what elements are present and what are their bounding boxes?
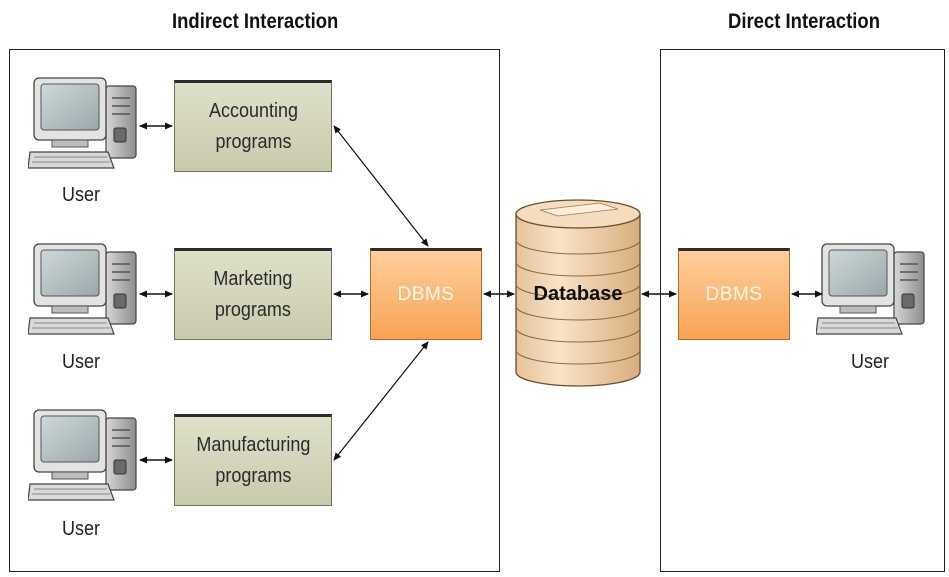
dbms-label: DBMS <box>397 284 455 305</box>
user-label: User <box>62 351 101 373</box>
dbms-label: DBMS <box>705 284 763 305</box>
user-label: User <box>62 518 101 540</box>
direct-interaction-title: Direct Interaction <box>728 10 880 33</box>
user-label: User <box>851 351 890 373</box>
accounting-programs-box: Accounting programs <box>174 80 332 172</box>
user-label: User <box>62 184 101 206</box>
program-label: Manufacturing programs <box>195 434 311 487</box>
dbms-box-indirect: DBMS <box>370 248 482 340</box>
manufacturing-programs-box: Manufacturing programs <box>174 414 332 506</box>
dbms-box-direct: DBMS <box>678 248 790 340</box>
marketing-programs-box: Marketing programs <box>174 248 332 340</box>
program-label: Marketing programs <box>213 268 293 321</box>
database-cylinder-icon <box>515 199 641 387</box>
database-label: Database <box>533 283 623 305</box>
program-label: Accounting programs <box>208 100 298 153</box>
double-arrow-icon <box>333 341 429 461</box>
indirect-interaction-title: Indirect Interaction <box>172 10 339 33</box>
double-arrow-icon <box>333 125 429 247</box>
